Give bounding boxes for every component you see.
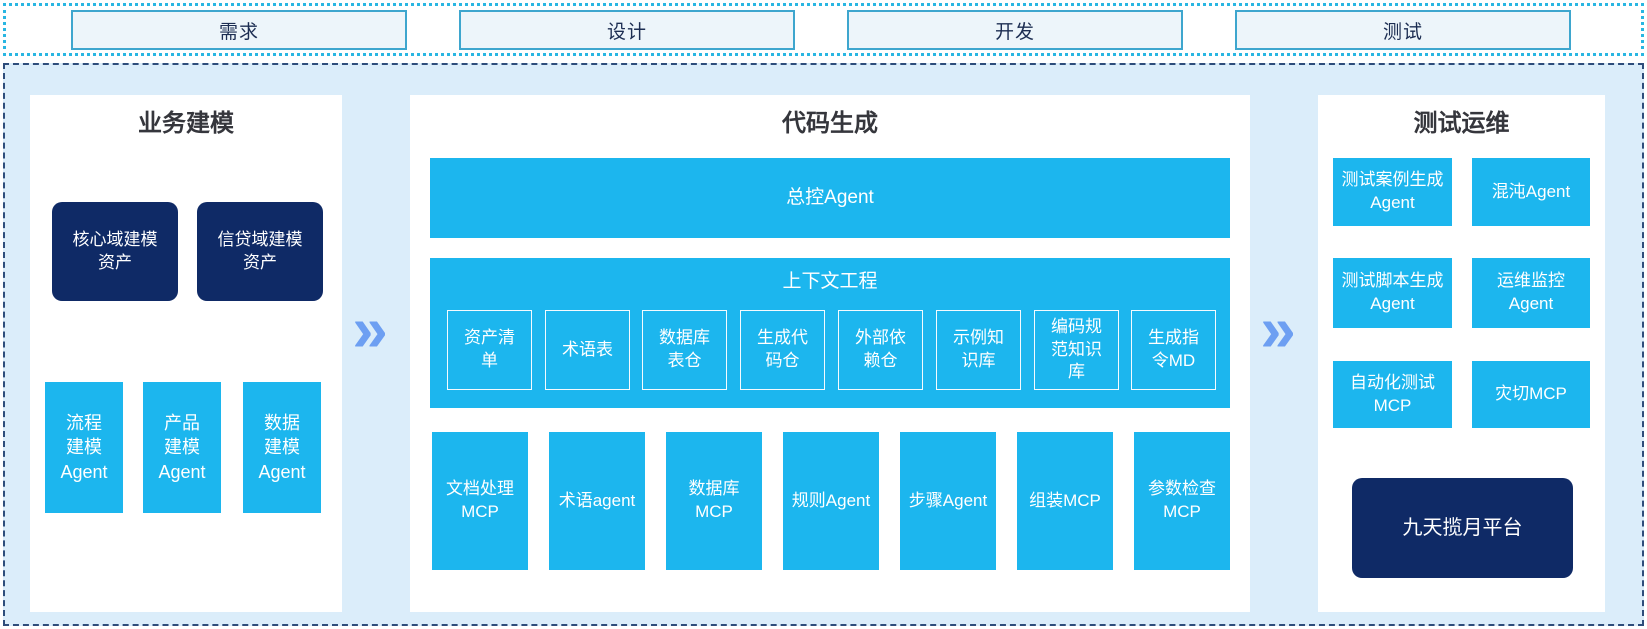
box-ops-monitor-agent: 运维监控Agent <box>1472 258 1590 328</box>
asset-box-credit-domain: 信贷域建模资产 <box>197 202 323 301</box>
tool-box-assembly-mcp: 组装MCP <box>1017 432 1113 570</box>
tool-box-param-check-mcp: 参数检查MCP <box>1134 432 1230 570</box>
agent-box-process-modeling: 流程建模Agent <box>45 382 123 513</box>
phase-tab-requirements: 需求 <box>71 10 407 50</box>
context-item-gen-code-repo: 生成代码仓 <box>740 310 825 390</box>
tool-box-doc-processing-mcp: 文档处理MCP <box>432 432 528 570</box>
context-item-db-table-repo: 数据库表仓 <box>642 310 727 390</box>
master-agent-bar: 总控Agent <box>430 158 1230 238</box>
business-modeling-panel: 业务建模 核心域建模资产 信贷域建模资产 流程建模Agent 产品建模Agent… <box>30 95 342 612</box>
agent-box-data-modeling: 数据建模Agent <box>243 382 321 513</box>
code-generation-panel: 代码生成 总控Agent 上下文工程 资产清单 术语表 数据库表仓 生成代码仓 … <box>410 95 1250 612</box>
agent-box-product-modeling: 产品建模Agent <box>143 382 221 513</box>
platform-box-jiutian: 九天揽月平台 <box>1352 478 1573 578</box>
box-test-script-gen-agent: 测试脚本生成Agent <box>1333 258 1452 328</box>
tool-box-step-agent: 步骤Agent <box>900 432 996 570</box>
context-item-gen-instr-md: 生成指令MD <box>1131 310 1216 390</box>
phase-tab-testing: 测试 <box>1235 10 1571 50</box>
test-ops-title: 测试运维 <box>1413 110 1510 137</box>
tool-box-rule-agent: 规则Agent <box>783 432 879 570</box>
context-engineering-title: 上下文工程 <box>782 271 878 292</box>
context-item-coding-spec-kb: 编码规范知识库 <box>1034 310 1119 390</box>
chevron-right-icon: » <box>352 293 388 365</box>
box-test-case-gen-agent: 测试案例生成Agent <box>1333 158 1452 226</box>
test-ops-panel: 测试运维 测试案例生成Agent 混沌Agent 测试脚本生成Agent 运维监… <box>1318 95 1605 612</box>
chevron-right-icon: » <box>1260 293 1296 365</box>
asset-box-core-domain: 核心域建模资产 <box>52 202 178 301</box>
context-item-ext-dep-repo: 外部依赖仓 <box>838 310 923 390</box>
context-engineering-panel: 上下文工程 资产清单 术语表 数据库表仓 生成代码仓 外部依赖仓 示例知识库 编… <box>430 258 1230 408</box>
tool-box-database-mcp: 数据库MCP <box>666 432 762 570</box>
code-generation-title: 代码生成 <box>782 110 878 137</box>
box-disaster-switch-mcp: 灾切MCP <box>1472 361 1590 428</box>
tool-box-glossary-agent: 术语agent <box>549 432 645 570</box>
box-chaos-agent: 混沌Agent <box>1472 158 1590 226</box>
context-item-asset-list: 资产清单 <box>447 310 532 390</box>
context-item-example-kb: 示例知识库 <box>936 310 1021 390</box>
phase-tab-development: 开发 <box>847 10 1183 50</box>
context-item-glossary: 术语表 <box>545 310 630 390</box>
business-modeling-title: 业务建模 <box>138 110 234 137</box>
box-auto-test-mcp: 自动化测试MCP <box>1333 361 1452 428</box>
phase-tab-design: 设计 <box>459 10 795 50</box>
